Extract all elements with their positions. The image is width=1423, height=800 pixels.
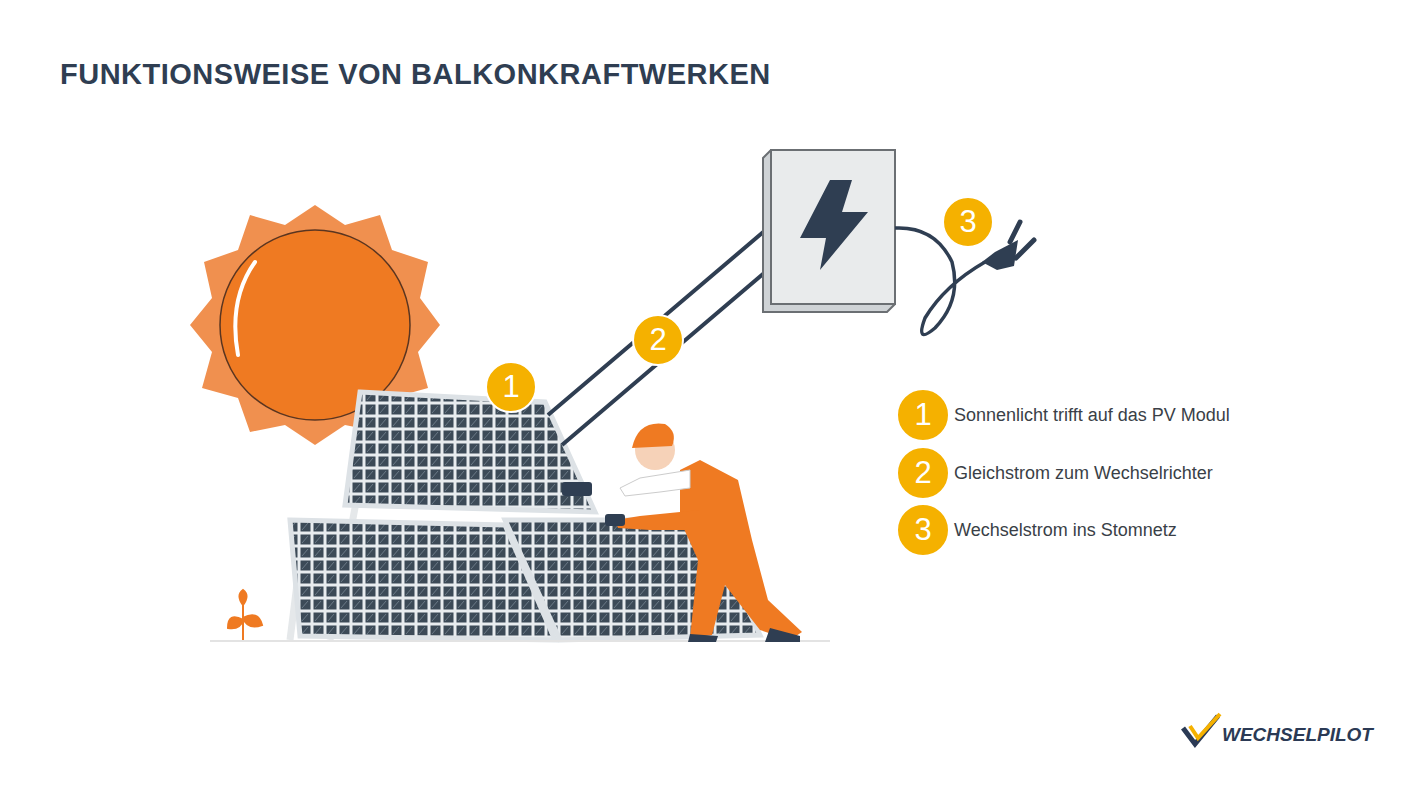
step-description: Sonnenlicht trifft auf das PV Modul [954, 405, 1230, 426]
callout-circle: 3 [896, 503, 950, 557]
callout-node: 2 [632, 314, 684, 366]
callout-number: 1 [502, 369, 519, 405]
callout-node: 3Wechselstrom ins Stomnetz [896, 503, 950, 557]
step-description: Wechselstrom ins Stomnetz [954, 520, 1177, 541]
callout-circle: 1 [485, 361, 537, 413]
callout-node: 1Sonnenlicht trifft auf das PV Modul [896, 388, 950, 442]
logo-text: WECHSELPILOT [1222, 724, 1373, 746]
title: FUNKTIONSWEISE VON BALKONKRAFTWERKEN [60, 58, 771, 91]
callout-node: 2Gleichstrom zum Wechselrichter [896, 446, 950, 500]
callout-node: 3 [942, 196, 994, 248]
callout-circle: 1 [896, 388, 950, 442]
callout-node: 1 [485, 361, 537, 413]
callout-circle: 3 [942, 196, 994, 248]
callout-number: 2 [649, 322, 666, 358]
worker [562, 424, 802, 643]
callout-number: 1 [914, 397, 931, 433]
callout-number: 2 [914, 455, 931, 491]
callout-number: 3 [959, 204, 976, 240]
callout-circle: 2 [632, 314, 684, 366]
callout-number: 3 [914, 512, 931, 548]
callout-circle: 2 [896, 446, 950, 500]
step-description: Gleichstrom zum Wechselrichter [954, 463, 1213, 484]
inverter [763, 150, 895, 312]
